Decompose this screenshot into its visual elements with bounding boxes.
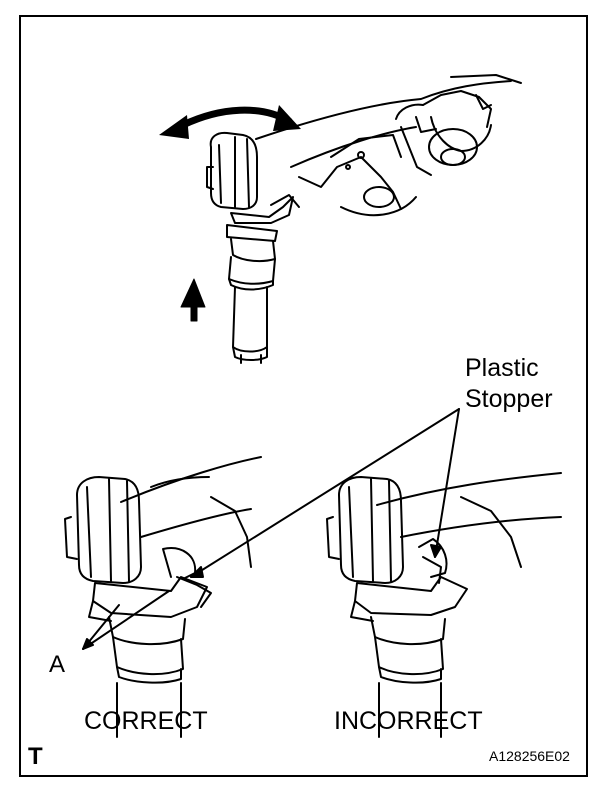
stopper-label: Stopper	[465, 385, 553, 413]
push-arrow-icon	[180, 278, 206, 322]
correct-caption: CORRECT	[84, 707, 208, 735]
part-a-label: A	[49, 651, 66, 678]
illustration-frame: Plastic Stopper A CORRECT INCORRECT T A1…	[19, 15, 588, 777]
rotate-arrow-icon	[159, 105, 301, 139]
stopper-leader-lines	[190, 408, 460, 578]
correct-view	[64, 456, 262, 738]
fuel-injector-top	[206, 131, 300, 364]
figure-code: A128256E02	[489, 748, 570, 764]
injector-installation-diagram	[64, 74, 562, 738]
incorrect-caption: INCORRECT	[334, 707, 483, 735]
incorrect-view	[326, 472, 562, 738]
fuel-delivery-connector	[395, 90, 492, 166]
delivery-pipe-top	[255, 74, 522, 217]
corner-mark: T	[28, 743, 43, 770]
plastic-label: Plastic	[465, 354, 539, 382]
